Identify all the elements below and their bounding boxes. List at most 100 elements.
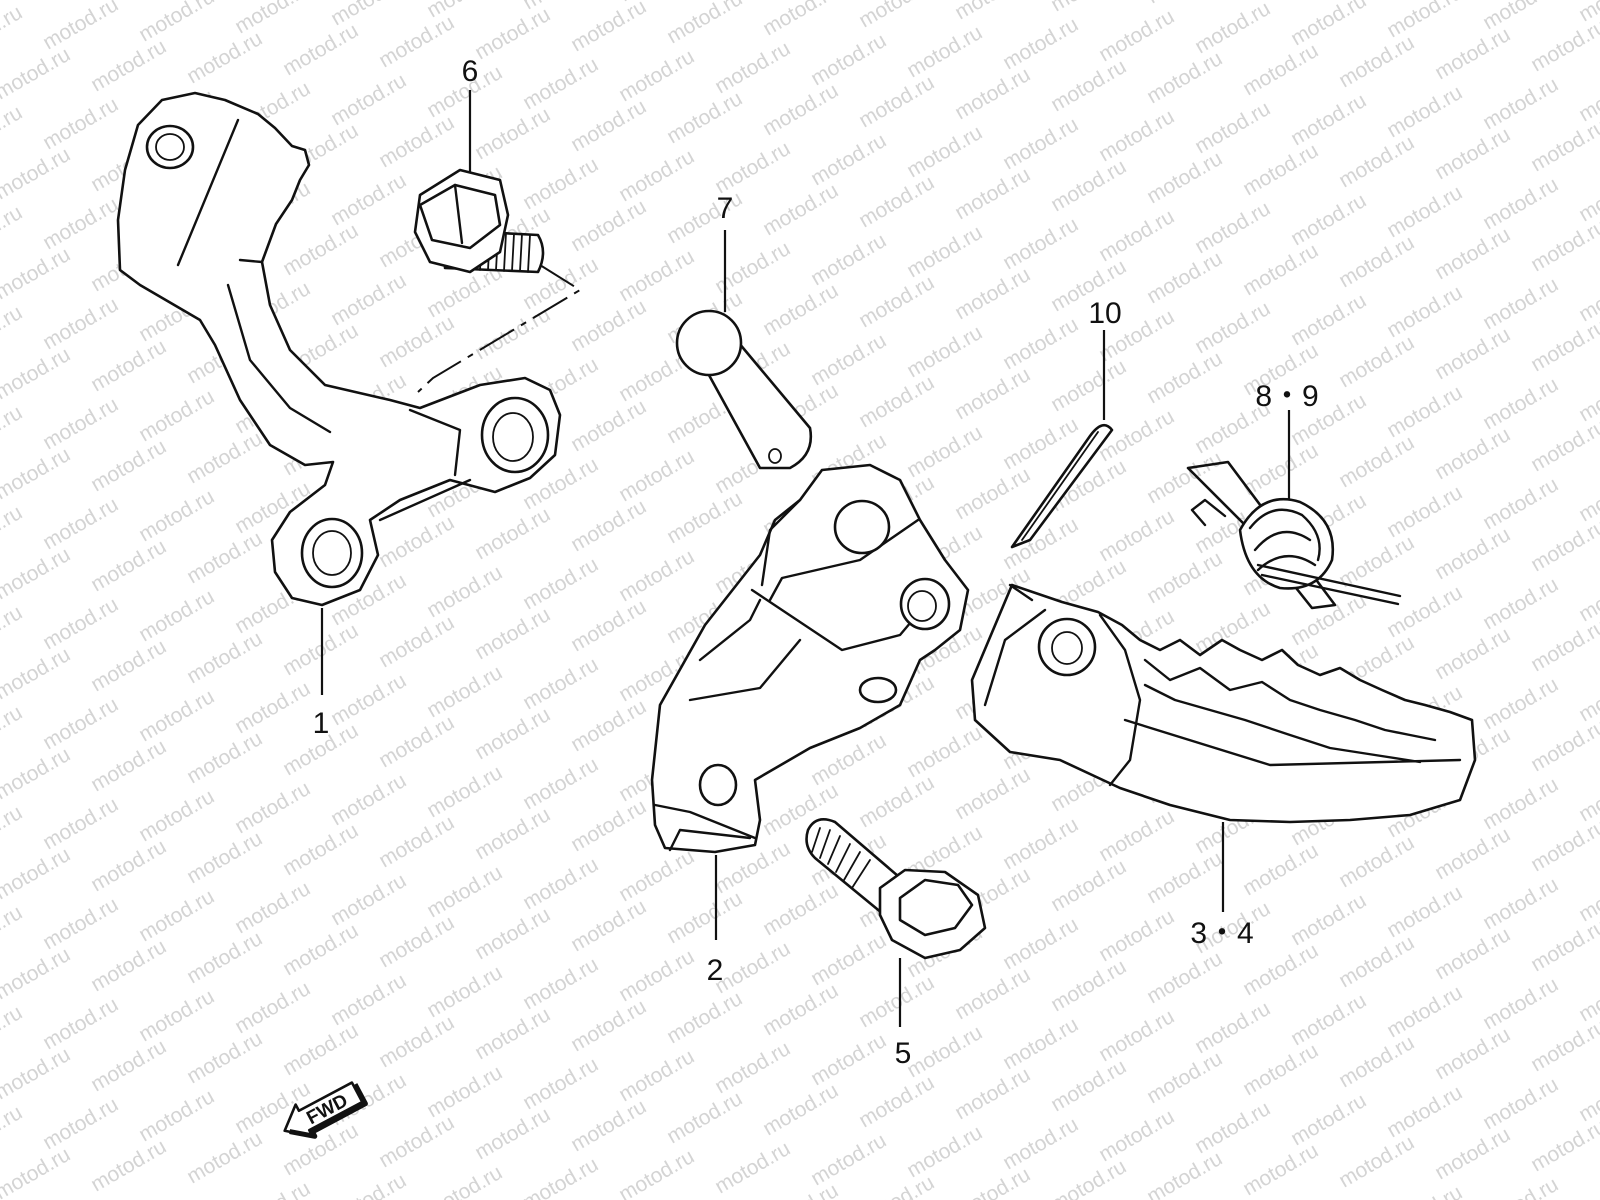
watermark-text: motod.ru — [951, 163, 1034, 224]
pivot-pin-7 — [675, 309, 813, 470]
watermark-text: motod.ru — [711, 237, 794, 298]
watermark-text: motod.ru — [87, 335, 170, 396]
watermark-text: motod.ru — [567, 795, 650, 856]
watermark-text: motod.ru — [1335, 331, 1418, 392]
watermark-text: motod.ru — [711, 137, 794, 198]
watermark-text: motod.ru — [135, 685, 218, 746]
watermark-text: motod.ru — [1479, 1173, 1562, 1200]
watermark-text: motod.ru — [567, 195, 650, 256]
watermark-text: motod.ru — [1479, 373, 1562, 434]
watermark-text: motod.ru — [1143, 1047, 1226, 1108]
watermark-text: motod.ru — [0, 801, 26, 862]
watermark-text: motod.ru — [1287, 89, 1370, 150]
watermark-text: motod.ru — [0, 343, 74, 404]
watermark-text: motod.ru — [1143, 0, 1226, 8]
callout-2: 2 — [707, 954, 724, 987]
watermark-text: motod.ru — [1047, 1155, 1130, 1200]
watermark-text: motod.ru — [39, 793, 122, 854]
watermark-text: motod.ru — [1047, 355, 1130, 416]
watermark-text: motod.ru — [1047, 155, 1130, 216]
watermark-text: motod.ru — [1527, 315, 1600, 376]
watermark-text: motod.ru — [1287, 0, 1370, 50]
watermark-text: motod.ru — [567, 895, 650, 956]
watermark-text: motod.ru — [1143, 947, 1226, 1008]
watermark-text: motod.ru — [519, 853, 602, 914]
watermark-text: motod.ru — [375, 511, 458, 572]
watermark-text: motod.ru — [1383, 0, 1466, 42]
watermark-text: motod.ru — [855, 371, 938, 432]
watermark-text: motod.ru — [0, 1043, 74, 1104]
flange-bolt-6 — [413, 168, 545, 274]
watermark-text: motod.ru — [663, 1087, 746, 1148]
watermark-text: motod.ru — [279, 819, 362, 880]
watermark-text: motod.ru — [1191, 997, 1274, 1058]
watermark-text: motod.ru — [1431, 1023, 1514, 1084]
watermark-text: motod.ru — [1431, 223, 1514, 284]
watermark-text: motod.ru — [375, 711, 458, 772]
watermark-text: motod.ru — [1239, 839, 1322, 900]
watermark-text: motod.ru — [1527, 715, 1600, 776]
watermark-text: motod.ru — [663, 887, 746, 948]
watermark-text: motod.ru — [1095, 105, 1178, 166]
watermark-text: motod.ru — [951, 363, 1034, 424]
watermark-text: motod.ru — [471, 3, 554, 64]
watermark-text: motod.ru — [1383, 381, 1466, 442]
watermark-text: motod.ru — [471, 1103, 554, 1164]
watermark-text: motod.ru — [1431, 423, 1514, 484]
watermark-text: motod.ru — [615, 145, 698, 206]
watermark-text: motod.ru — [375, 811, 458, 872]
watermark-text: motod.ru — [951, 63, 1034, 124]
watermark-text: motod.ru — [711, 937, 794, 998]
watermark-text: motod.ru — [1095, 5, 1178, 66]
watermark-text: motod.ru — [1431, 123, 1514, 184]
watermark-text: motod.ru — [1383, 881, 1466, 942]
watermark-text: motod.ru — [999, 813, 1082, 874]
watermark-text: motod.ru — [1479, 673, 1562, 734]
watermark-text: motod.ru — [519, 1153, 602, 1200]
watermark-text: motod.ru — [183, 927, 266, 988]
watermark-text: motod.ru — [519, 953, 602, 1014]
watermark-text: motod.ru — [567, 995, 650, 1056]
watermark-text: motod.ru — [855, 0, 938, 32]
watermark-text: motod.ru — [1431, 323, 1514, 384]
watermark-text: motod.ru — [135, 585, 218, 646]
watermark-text: motod.ru — [1335, 531, 1418, 592]
watermark-text: motod.ru — [423, 561, 506, 622]
watermark-text: motod.ru — [759, 1079, 842, 1140]
watermark-text: motod.ru — [759, 179, 842, 240]
watermark-text: motod.ru — [1095, 1005, 1178, 1066]
watermark-text: motod.ru — [903, 721, 986, 782]
watermark-text: motod.ru — [807, 1129, 890, 1190]
watermark-text: motod.ru — [1095, 205, 1178, 266]
watermark-text: motod.ru — [1383, 1081, 1466, 1142]
watermark-text: motod.ru — [231, 977, 314, 1038]
watermark-text: motod.ru — [1479, 73, 1562, 134]
watermark-text: motod.ru — [663, 487, 746, 548]
callout-6: 6 — [462, 55, 479, 88]
watermark-text: motod.ru — [567, 1095, 650, 1156]
watermark-text: motod.ru — [855, 71, 938, 132]
watermark-text: motod.ru — [855, 171, 938, 232]
watermark-text: motod.ru — [663, 87, 746, 148]
watermark-text: motod.ru — [1431, 523, 1514, 584]
watermark-text: motod.ru — [39, 293, 122, 354]
leader-lines — [320, 90, 1291, 1027]
watermark-text: motod.ru — [1383, 181, 1466, 242]
watermark-text: motod.ru — [183, 527, 266, 588]
watermark-text: motod.ru — [183, 727, 266, 788]
watermark-text: motod.ru — [1287, 189, 1370, 250]
watermark-text: motod.ru — [519, 753, 602, 814]
watermark-text: motod.ru — [807, 29, 890, 90]
watermark-text: motod.ru — [1335, 1031, 1418, 1092]
watermark-text: motod.ru — [759, 279, 842, 340]
watermark-text: motod.ru — [903, 321, 986, 382]
watermark-text: motod.ru — [1191, 1097, 1274, 1158]
watermark-text: motod.ru — [1335, 31, 1418, 92]
watermark-text: motod.ru — [903, 421, 986, 482]
watermark-text: motod.ru — [1287, 989, 1370, 1050]
footrest-holder-2 — [650, 463, 970, 854]
watermark-text: motod.ru — [87, 435, 170, 496]
watermark-text: motod.ru — [1239, 39, 1322, 100]
watermark-text: motod.ru — [615, 845, 698, 906]
watermark-text: motod.ru — [663, 0, 746, 48]
